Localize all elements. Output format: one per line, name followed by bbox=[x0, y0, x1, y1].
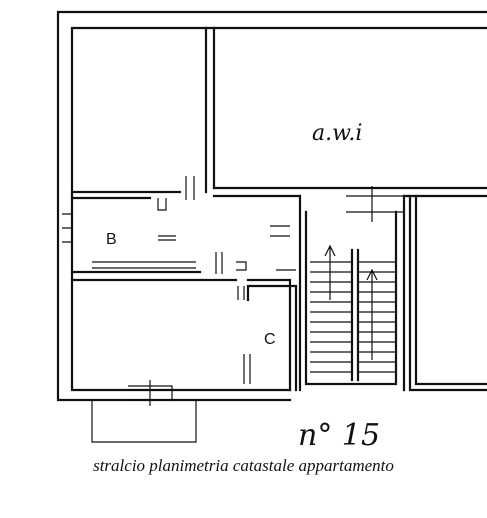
room-c-label: C bbox=[264, 331, 276, 348]
floor-plan-drawing: B C a.w.i n° 15 bbox=[56, 10, 487, 453]
plan-number-label: n° 15 bbox=[298, 418, 380, 453]
window-bottom bbox=[128, 380, 173, 406]
top-wall bbox=[56, 10, 487, 402]
door-c bbox=[236, 261, 247, 300]
window-left bbox=[62, 213, 73, 243]
stair-steps bbox=[310, 261, 396, 373]
door-stair-landing bbox=[270, 225, 296, 271]
stairwell bbox=[298, 194, 406, 392]
openings bbox=[62, 176, 405, 443]
right-room-walls bbox=[408, 194, 487, 392]
right-room bbox=[408, 194, 487, 392]
outer-walls bbox=[56, 10, 487, 402]
window-stair bbox=[346, 186, 405, 222]
window-c bbox=[243, 354, 251, 384]
door-b bbox=[157, 198, 176, 241]
horizontal-partition-left bbox=[70, 190, 182, 200]
vertical-partition bbox=[204, 26, 216, 194]
horizontal-partition-right bbox=[212, 186, 487, 198]
plan-caption: stralcio planimetria catastale appartame… bbox=[93, 456, 394, 475]
stair-outline bbox=[298, 194, 406, 392]
room-b-lower-wall bbox=[92, 261, 196, 269]
bath-c-walls bbox=[246, 278, 298, 392]
area-label: a.w.i bbox=[312, 121, 362, 146]
hall-divider bbox=[70, 270, 238, 282]
balcony bbox=[91, 400, 197, 443]
stair-arrows bbox=[324, 244, 378, 360]
inner-top-wall bbox=[70, 26, 487, 392]
stair-center-wall bbox=[350, 248, 360, 382]
room-b-label: B bbox=[106, 231, 117, 248]
door-hall bbox=[185, 176, 223, 274]
partition-walls bbox=[70, 26, 487, 392]
